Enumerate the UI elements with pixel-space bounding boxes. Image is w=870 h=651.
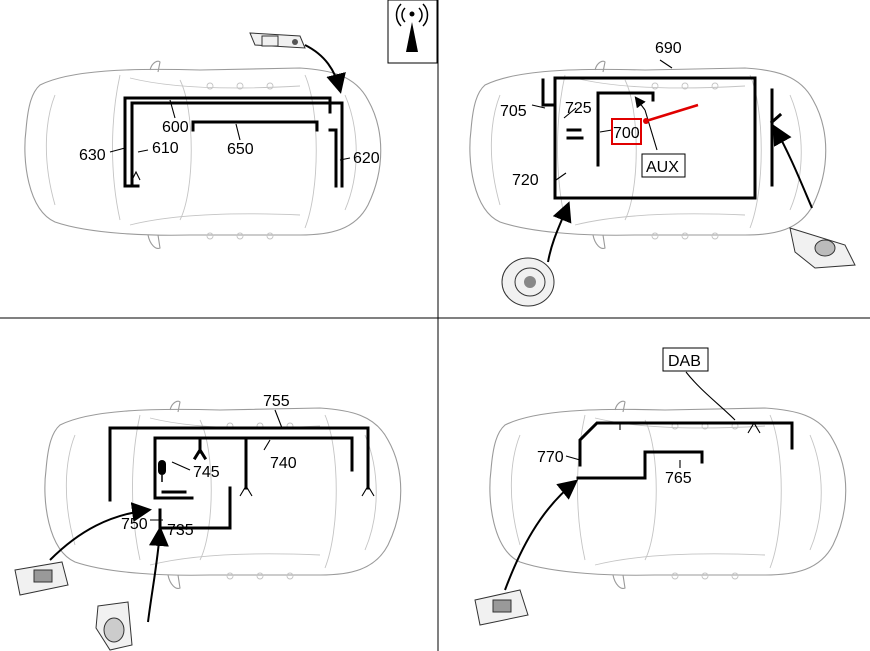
connector-610 bbox=[131, 170, 141, 181]
wire-745 bbox=[192, 436, 208, 461]
wire-750 bbox=[156, 490, 194, 500]
speaker-part bbox=[501, 257, 555, 307]
wire-tweeter bbox=[769, 88, 783, 187]
label-620: 620 bbox=[353, 150, 380, 167]
highlight-pointer bbox=[645, 103, 699, 123]
aux-leader bbox=[644, 109, 658, 151]
arrow-to-radio bbox=[49, 502, 152, 561]
leader-lines bbox=[109, 99, 351, 161]
dab-leader bbox=[685, 371, 736, 421]
aux-label: AUX bbox=[646, 159, 679, 176]
leader-lines bbox=[531, 59, 673, 181]
label-725: 725 bbox=[565, 100, 592, 117]
highlight-box-700 bbox=[611, 118, 642, 145]
label-750: 750 bbox=[121, 516, 148, 533]
panel-top-left: 600 610 630 650 620 bbox=[24, 0, 438, 249]
wire-650 bbox=[191, 120, 319, 132]
label-610: 610 bbox=[152, 140, 179, 157]
speaker-part-front bbox=[95, 601, 133, 651]
arrow-to-dab-radio bbox=[504, 479, 579, 591]
label-700: 700 bbox=[613, 125, 640, 142]
label-690: 690 bbox=[655, 40, 682, 57]
label-600: 600 bbox=[162, 119, 189, 136]
label-745: 745 bbox=[193, 464, 220, 481]
label-770: 770 bbox=[537, 449, 564, 466]
aux-box bbox=[641, 153, 686, 178]
label-735: 735 bbox=[167, 522, 194, 539]
arrow-to-tweeter bbox=[773, 124, 813, 209]
leader-lines bbox=[150, 409, 283, 521]
panel-top-right-wiring: AUX 690 705 725 700 720 bbox=[500, 40, 856, 307]
wire-740 bbox=[153, 436, 354, 500]
wire-755 bbox=[108, 426, 370, 502]
dab-box bbox=[662, 347, 709, 372]
label-705: 705 bbox=[500, 103, 527, 120]
panel-bottom-left-wiring: 755 745 740 750 735 bbox=[14, 393, 375, 651]
arrow-to-antenna bbox=[304, 44, 346, 94]
label-630: 630 bbox=[79, 147, 106, 164]
tweeter-part bbox=[789, 227, 856, 269]
microphone-icon bbox=[158, 460, 166, 482]
label-720: 720 bbox=[512, 172, 539, 189]
antenna-icon bbox=[395, 3, 429, 52]
label-755: 755 bbox=[263, 393, 290, 410]
wire-620-branch bbox=[328, 128, 338, 188]
radio-unit-part bbox=[14, 561, 69, 596]
arrow-to-front-speaker bbox=[147, 526, 169, 623]
dab-label: DAB bbox=[668, 353, 701, 370]
wire-690 bbox=[553, 76, 757, 200]
aux-arrow bbox=[634, 96, 646, 111]
label-740: 740 bbox=[270, 455, 297, 472]
radio-unit-part bbox=[474, 589, 529, 626]
label-650: 650 bbox=[227, 141, 254, 158]
leader-lines bbox=[565, 455, 681, 468]
wire-740-branch bbox=[228, 436, 248, 530]
highlight-dot bbox=[643, 118, 649, 124]
wire-725 bbox=[566, 128, 584, 140]
wire-620 bbox=[130, 101, 344, 188]
wire-705 bbox=[541, 78, 557, 107]
wire-700 bbox=[596, 91, 655, 167]
arrow-to-speaker bbox=[547, 201, 572, 263]
connectors bbox=[619, 421, 761, 434]
wire-770 bbox=[578, 421, 794, 467]
connectors bbox=[239, 484, 375, 497]
wire-600 bbox=[123, 96, 332, 187]
label-765: 765 bbox=[665, 470, 692, 487]
panel-bottom-right-wiring: DAB 770 765 bbox=[474, 347, 794, 626]
antenna-amplifier-part bbox=[249, 32, 306, 49]
wire-765 bbox=[576, 450, 704, 480]
